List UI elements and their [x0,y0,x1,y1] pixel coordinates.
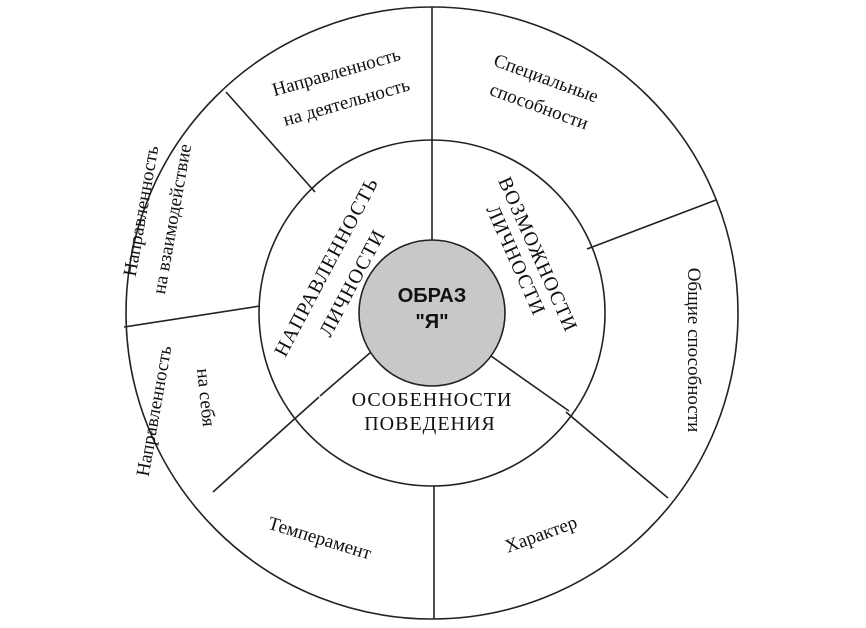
ring-behavior-line1: ОСОБЕННОСТИ [352,389,513,411]
outer-divider-lower-left [212,396,320,493]
inner-divider-lower-right [490,355,570,412]
outer-divider-upper-left [225,91,316,193]
outer-character-line1: Характер [502,512,580,557]
ring-behavior-line2: ПОВЕДЕНИЯ [364,413,496,435]
center-label-line2: "Я" [415,311,448,333]
outer-divider-left [123,305,261,328]
outer-self-line2: на себя [192,367,219,428]
outer-divider-right [565,411,669,499]
outer-temperament-line1: Темперамент [265,513,374,565]
outer-divider-upper-right [586,199,717,250]
center-label-line1: ОБРАЗ [398,285,467,307]
inner-divider-lower-left [319,351,372,397]
outer-general-line1: Общие способности [683,268,704,433]
outer-self-line1: Направленность [133,344,177,478]
